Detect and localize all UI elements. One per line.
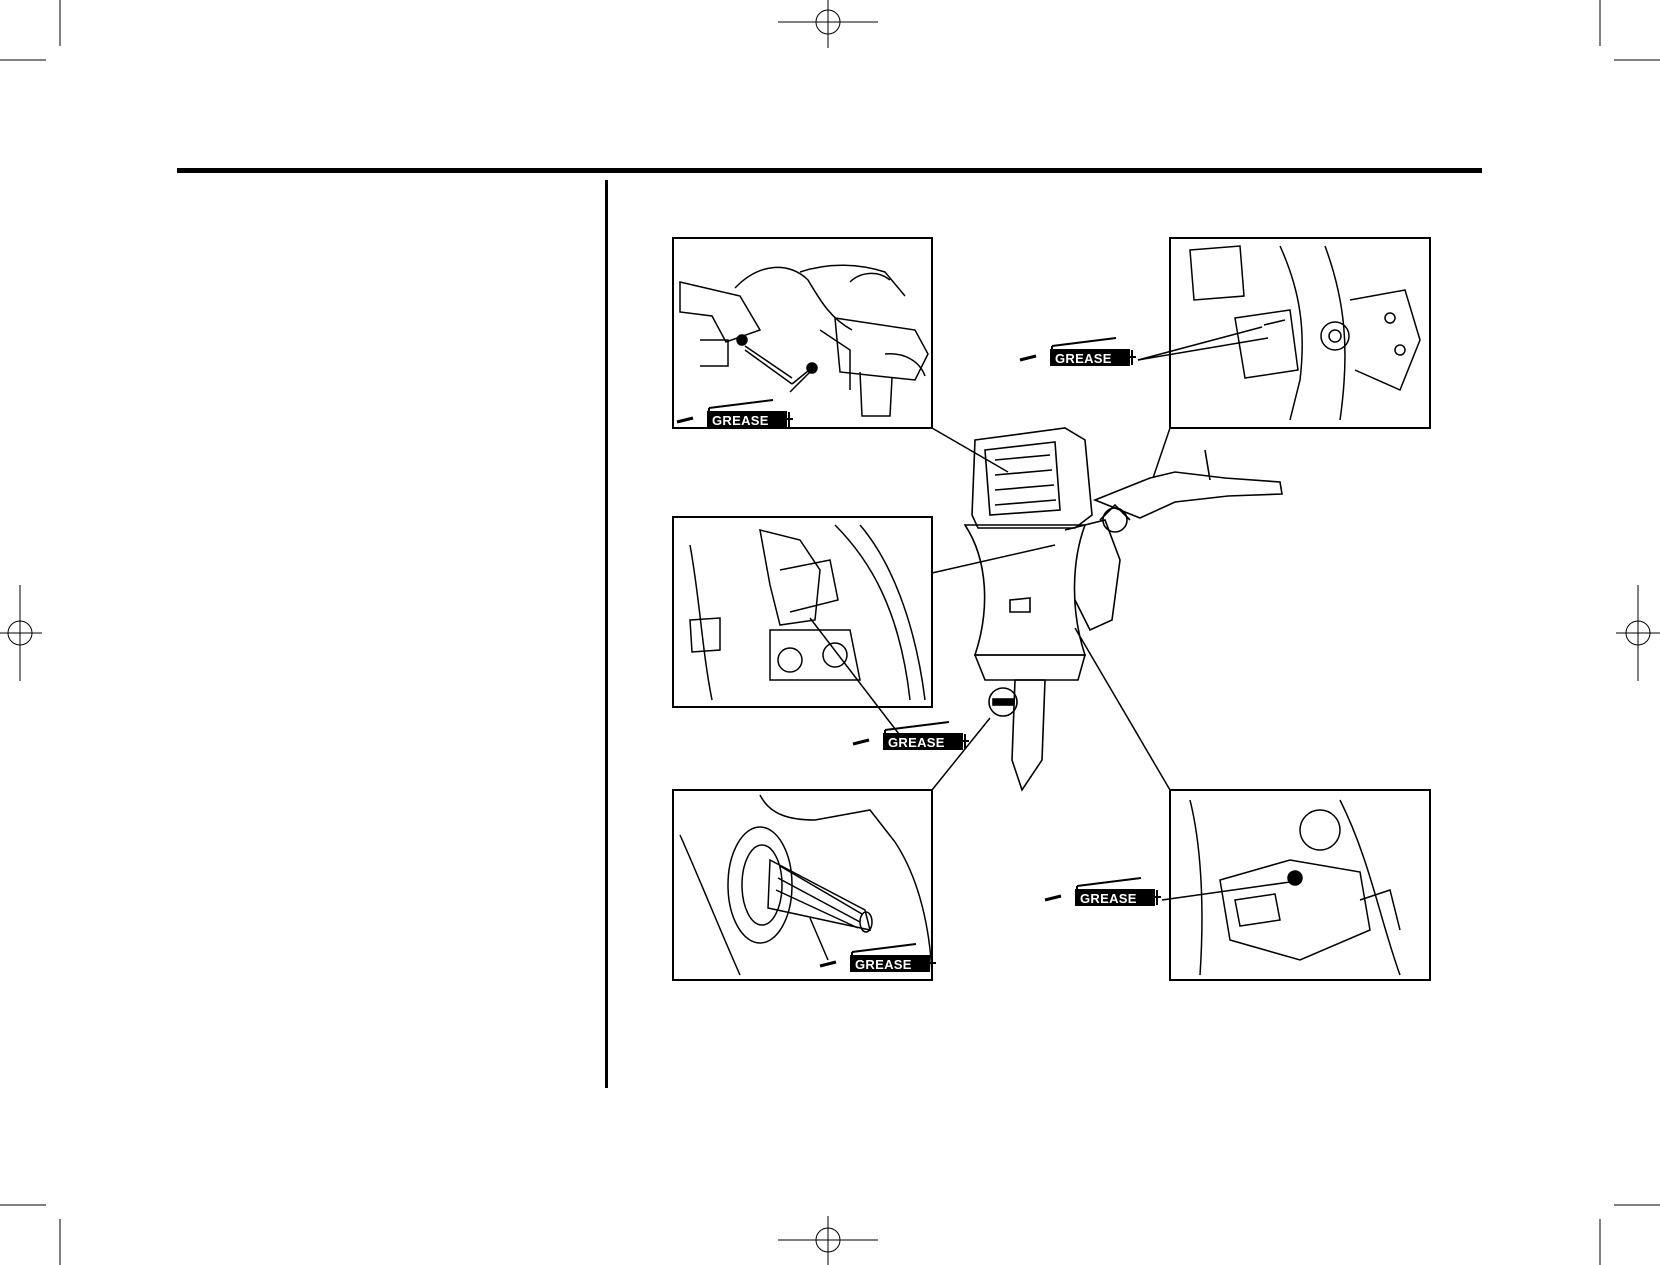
outboard-motor-drawing bbox=[963, 427, 1283, 792]
grease-label: GREASE bbox=[888, 735, 945, 750]
grease-gun-icon: GREASE bbox=[1019, 337, 1136, 366]
crosshair-registration-icon bbox=[1616, 585, 1660, 681]
inset-middle-left bbox=[672, 516, 933, 708]
grease-pointer-arrows bbox=[744, 326, 1291, 961]
grease-label: GREASE bbox=[1055, 351, 1112, 366]
header-rule bbox=[177, 168, 1482, 173]
grease-label: GREASE bbox=[712, 413, 769, 428]
crosshair-registration-icon bbox=[778, 1216, 878, 1265]
inset-top-right bbox=[1169, 237, 1431, 429]
inset-bottom-right bbox=[1169, 789, 1431, 981]
grease-gun-icon: GREASE bbox=[852, 721, 969, 750]
inset-top-left bbox=[672, 237, 933, 429]
grease-gun-icon: GREASE bbox=[1044, 877, 1161, 906]
inset-middle-left-drawing bbox=[689, 524, 926, 701]
column-divider bbox=[605, 180, 608, 1088]
grease-gun-icon: GREASE bbox=[819, 943, 936, 972]
crosshair-registration-icon bbox=[778, 0, 878, 48]
leader-lines bbox=[931, 427, 1171, 791]
inset-top-right-drawing bbox=[1189, 245, 1421, 421]
inset-frames bbox=[672, 237, 1431, 981]
inset-top-left-drawing bbox=[679, 264, 929, 417]
inset-bottom-right-drawing bbox=[1189, 799, 1401, 976]
grease-gun-icon: GREASE bbox=[676, 399, 793, 428]
grease-label: GREASE bbox=[1080, 891, 1137, 906]
inset-bottom-left bbox=[672, 789, 933, 981]
inset-bottom-left-drawing bbox=[679, 794, 933, 976]
grease-label: GREASE bbox=[855, 957, 912, 972]
crosshair-registration-icon bbox=[0, 585, 42, 681]
